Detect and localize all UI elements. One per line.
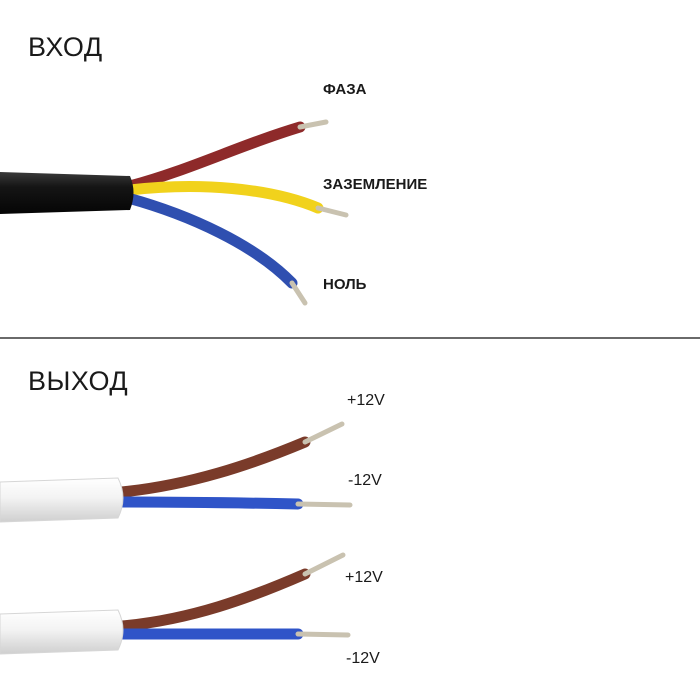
minus-wire-2-strands — [295, 631, 351, 638]
neutral-wire — [122, 192, 298, 289]
minus-wire-1-strands — [295, 501, 353, 508]
ground-label: ЗАЗЕМЛЕНИЕ — [323, 176, 428, 193]
input-section-title: ВХОД — [28, 32, 103, 62]
plus-wire-1-strands — [302, 421, 345, 445]
phase-label: ФАЗА — [323, 81, 367, 98]
phase-wire-strands — [297, 119, 329, 130]
minus-12v-label-1: -12V — [348, 472, 382, 489]
output-cable-1 — [0, 421, 353, 523]
plus-wire-2-strands — [302, 552, 346, 577]
plus-12v-label-1: +12V — [347, 392, 385, 409]
neutral-label: НОЛЬ — [323, 276, 367, 293]
output-section-title: ВЫХОД — [28, 366, 129, 396]
plus-12v-label-2: +12V — [345, 569, 383, 586]
ground-wire-strands — [315, 205, 349, 218]
section-divider — [0, 337, 700, 339]
plus-wire-2 — [116, 568, 311, 632]
neutral-wire-strands — [289, 280, 308, 306]
output-sheath-1 — [0, 477, 124, 523]
minus-wire-1 — [116, 496, 304, 510]
phase-wire — [124, 121, 306, 192]
minus-12v-label-2: -12V — [346, 650, 380, 667]
ground-wire — [124, 181, 324, 214]
input-sheath — [0, 172, 134, 214]
output-sheath-2 — [0, 609, 124, 655]
input-cable — [0, 119, 349, 306]
plus-wire-1 — [116, 436, 311, 498]
output-cable-2 — [0, 552, 351, 655]
